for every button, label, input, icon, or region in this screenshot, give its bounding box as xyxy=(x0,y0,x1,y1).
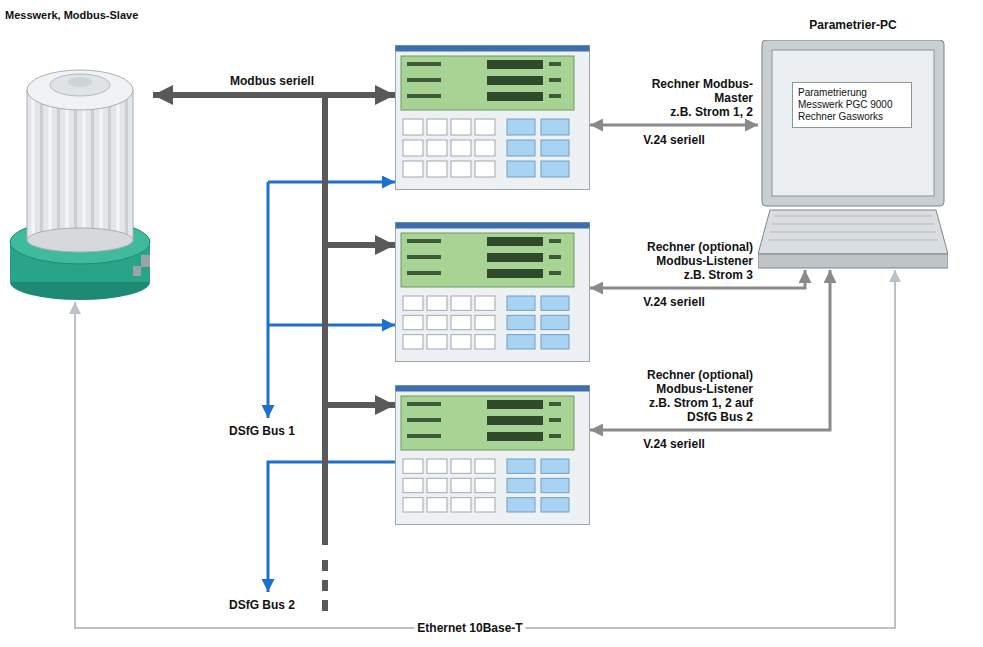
measuring-unit: Messwerk, Modbus-Slave xyxy=(5,30,153,302)
screen-dialog: Parametrierung Messwerk PGC 9000 Rechner… xyxy=(792,82,912,128)
connector-label: V.24 seriell xyxy=(640,133,708,147)
text-group: Parametrierung Messwerk PGC 9000 Rechner… xyxy=(798,87,906,123)
connector xyxy=(590,124,758,127)
continuation-dot xyxy=(322,580,328,591)
dsfg-bus-line xyxy=(267,182,270,418)
device-label: Rechner (optional) Modbus-Listener xyxy=(605,240,753,268)
connector-label: Ethernet 10Base-T xyxy=(414,621,525,635)
device-label: z.B. Strom 1, 2 auf DSfG Bus 2 xyxy=(605,396,753,424)
laptop-pc: Parametrier-PCParametrierung Messwerk PG… xyxy=(758,40,948,270)
device-label: Parametrier-PC xyxy=(758,18,948,32)
device-label: z.B. Strom 3 xyxy=(605,268,753,282)
text-group: Rechner (optional) Modbus-Listenerz.B. S… xyxy=(605,240,753,282)
flow-computer: Rechner (optional) Modbus-Listenerz.B. S… xyxy=(395,222,590,362)
connector-label: V.24 seriell xyxy=(640,295,708,309)
text-group: Rechner (optional) Modbus-Listenerz.B. S… xyxy=(605,368,753,424)
laptop-drawing xyxy=(758,40,948,270)
text-group: Parametrier-PC xyxy=(758,18,948,32)
text-group: Messwerk, Modbus-Slave xyxy=(5,8,205,22)
bus-label: DSfG Bus 2 xyxy=(229,598,295,612)
dsfg-bus-line xyxy=(268,462,395,592)
calc-drawing xyxy=(395,385,590,525)
modbus-trunk xyxy=(322,405,328,545)
device-label: Rechner (optional) Modbus-Listener xyxy=(605,368,753,396)
connector xyxy=(153,95,395,245)
screen-text: Parametrierung Messwerk PGC 9000 Rechner… xyxy=(798,87,906,123)
continuation-dot xyxy=(322,600,328,611)
meter-drawing xyxy=(5,30,153,302)
connector xyxy=(75,270,895,628)
flow-computer: Rechner Modbus-Masterz.B. Strom 1, 2 xyxy=(395,45,590,190)
calc-drawing xyxy=(395,45,590,190)
dsfg-bus-line xyxy=(268,181,395,184)
connector-label: V.24 seriell xyxy=(640,437,708,451)
device-label: z.B. Strom 1, 2 xyxy=(605,105,753,119)
connector xyxy=(590,270,830,430)
text-group: Rechner Modbus-Masterz.B. Strom 1, 2 xyxy=(605,77,753,119)
device-label: Messwerk, Modbus-Slave xyxy=(5,8,205,22)
dsfg-bus-line xyxy=(268,324,395,327)
flow-computer: Rechner (optional) Modbus-Listenerz.B. S… xyxy=(395,385,590,525)
continuation-dot xyxy=(322,560,328,571)
bus-label: DSfG Bus 1 xyxy=(229,424,295,438)
device-label: Rechner Modbus-Master xyxy=(605,77,753,105)
calc-drawing xyxy=(395,222,590,362)
connector-label: Modbus seriell xyxy=(227,74,317,88)
connector xyxy=(153,95,395,405)
